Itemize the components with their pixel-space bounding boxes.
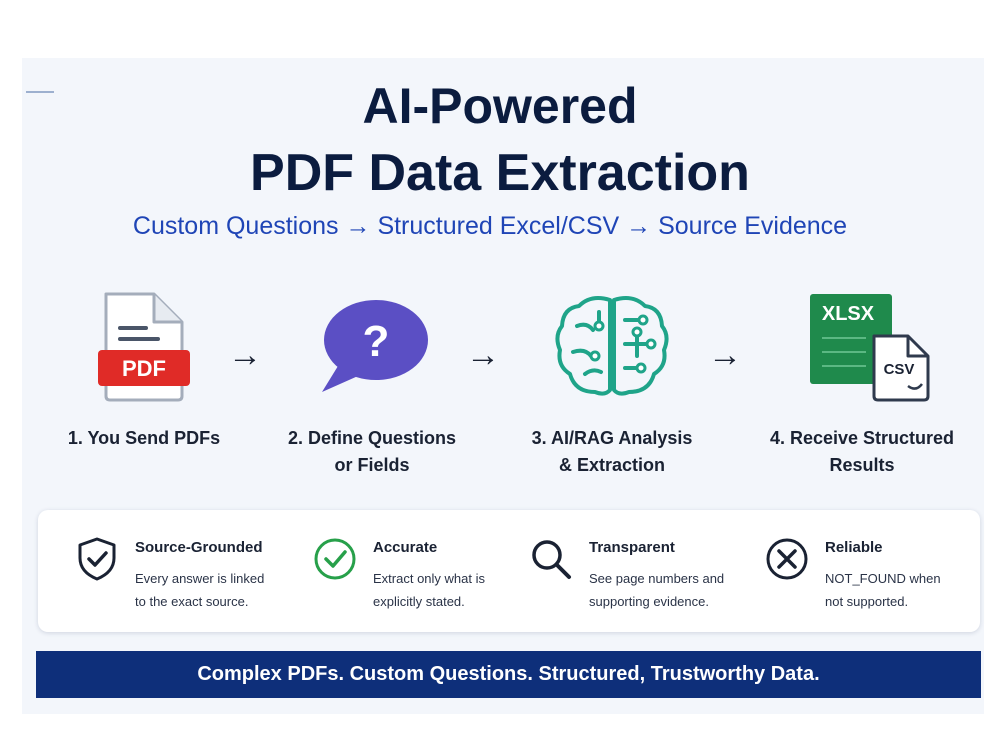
flow-arrow-2: → [466, 336, 500, 374]
feature-transparent: Transparent See page numbers and support… [492, 510, 724, 632]
feature-desc-line2: not supported. [825, 594, 909, 609]
page-title-line1: AI-Powered [362, 78, 638, 134]
feature-title: Accurate [373, 539, 438, 556]
xlsx-badge-label: XLSX [822, 303, 875, 325]
feature-source-grounded: Source-Grounded Every answer is linked t… [38, 510, 268, 632]
feature-title: Reliable [825, 539, 883, 556]
feature-title: Source-Grounded [135, 539, 263, 556]
feature-description: See page numbers and supporting evidence… [589, 567, 729, 613]
question-bubble-icon: ? [322, 300, 428, 392]
step-label-2: 2. Define Questions or Fields [262, 425, 482, 479]
step-label-2-line1: 2. Define Questions [287, 428, 457, 448]
feature-desc-line2: explicitly stated. [373, 594, 465, 609]
step-label-3: 3. AI/RAG Analysis & Extraction [502, 425, 722, 479]
step-label-4-line1: 4. Receive Structured [769, 428, 955, 448]
feature-desc-line1: Extract only what is [373, 571, 485, 586]
corner-dash-mark [26, 91, 54, 93]
tagline-banner: Complex PDFs. Custom Questions. Structur… [36, 651, 981, 698]
feature-desc-line2: supporting evidence. [589, 594, 709, 609]
x-circle-icon [766, 538, 808, 580]
step-label-3-line2: & Extraction [558, 455, 666, 475]
features-card: Source-Grounded Every answer is linked t… [38, 510, 980, 632]
flow-arrow-3: → [708, 336, 742, 374]
step-label-4: 4. Receive Structured Results [752, 425, 972, 479]
magnifier-icon [532, 540, 571, 579]
page-title-line2: PDF Data Extraction [250, 144, 750, 202]
feature-desc-line1: Every answer is linked [135, 571, 265, 586]
feature-description: Every answer is linked to the exact sour… [135, 567, 275, 613]
feature-desc-line2: to the exact source. [135, 594, 249, 609]
step-label-1: 1. You Send PDFs [34, 425, 254, 452]
feature-desc-line1: NOT_FOUND when [825, 571, 941, 586]
feature-desc-line1: See page numbers and [589, 571, 725, 586]
feature-description: Extract only what is explicitly stated. [373, 567, 513, 613]
feature-description: NOT_FOUND when not supported. [825, 567, 965, 613]
question-mark: ? [363, 317, 390, 366]
csv-badge-label: CSV [884, 361, 915, 378]
check-circle-icon [314, 538, 356, 580]
ai-brain-icon [555, 296, 669, 396]
step-label-4-line2: Results [829, 455, 895, 475]
shield-check-icon [78, 537, 116, 581]
step-label-1-line1: 1. You Send PDFs [67, 428, 221, 448]
flow-arrow-1: → [228, 336, 262, 374]
pdf-document-icon: PDF [98, 292, 190, 402]
step-label-3-line1: 3. AI/RAG Analysis [531, 428, 693, 448]
feature-reliable: Reliable NOT_FOUND when not supported. [728, 510, 958, 632]
xlsx-csv-files-icon: XLSX CSV [810, 294, 930, 402]
feature-title: Transparent [589, 539, 675, 556]
pdf-badge-label: PDF [122, 356, 166, 381]
page-subtitle: Custom Questions → Structured Excel/CSV … [132, 212, 848, 240]
feature-accurate: Accurate Extract only what is explicitly… [276, 510, 506, 632]
step-label-2-line2: or Fields [334, 455, 410, 475]
